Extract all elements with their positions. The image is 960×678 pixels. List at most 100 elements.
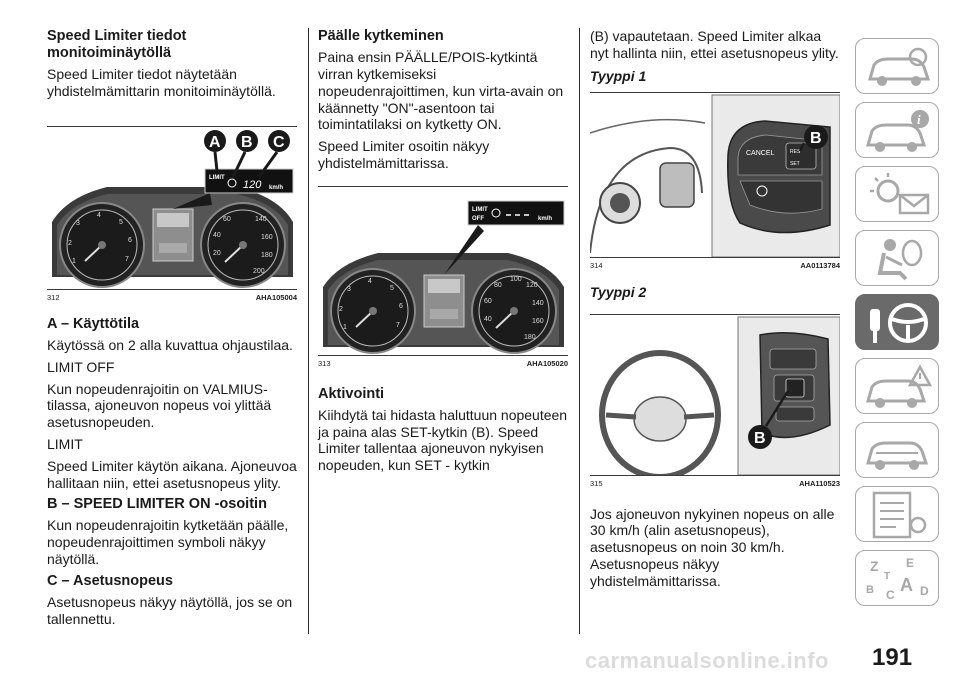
zoom-limit-text: LIMIT [472,207,488,213]
figure-number: 315 [590,478,603,488]
callout-b: B [810,130,822,147]
figure-314: CANCEL RES SET B 314 AA0113784 [590,91,840,270]
airbag-seat-icon [877,239,923,281]
svg-text:60: 60 [223,216,231,223]
cancel-label: CANCEL [746,150,775,157]
svg-text:20: 20 [213,250,221,257]
car-breakdown-icon [866,364,933,408]
svg-text:200: 200 [253,268,265,275]
tab-starting-driving[interactable] [855,294,939,350]
tab-car-info[interactable]: i [855,102,939,158]
svg-text:A: A [900,575,913,595]
svg-text:1: 1 [72,258,76,265]
minimum-speed-text: Jos ajoneuvon nykyinen nopeus on alle 30… [590,505,835,589]
callout-a: A [209,134,221,151]
svg-text:60: 60 [484,298,492,305]
mode-limit-text: Speed Limiter käytön aikana. Ajoneuvoa h… [47,457,297,491]
car-info-icon: i [866,110,929,152]
svg-text:160: 160 [261,234,273,241]
continued-text: (B) vapautetaan. Speed Limiter alkaa nyt… [590,28,839,61]
svg-text:T: T [884,571,890,582]
svg-text:80: 80 [494,282,502,289]
tab-warnings[interactable] [855,166,939,222]
mode-limit-off-text: Kun nopeudenrajoitin on VALMIUS-tilassa,… [47,380,272,431]
section-b-heading: B – SPEED LIMITER ON -osoitin [47,496,267,513]
figure-code: AHA110523 [799,478,840,488]
svg-text:40: 40 [484,316,492,323]
activation-text: Kiihdytä tai hidasta haluttuun nopeuteen… [318,406,568,474]
mode-limit-off-label: LIMIT OFF [47,358,115,375]
svg-text:7: 7 [396,322,400,329]
activation-heading: Aktivointi [318,385,385,402]
column-divider-2 [579,28,580,634]
zoom-limit-text: LIMIT [209,175,225,181]
steering-key-icon [870,303,928,343]
figure-code: AHA105004 [255,292,297,302]
figure-313-caption: 313 AHA105020 [318,354,568,368]
tab-emergency[interactable] [855,358,939,414]
svg-text:7: 7 [125,256,129,263]
res-label: RES [790,149,801,155]
watermark: carmanualsonline.info [585,648,829,673]
section-a-heading: A – Käyttötila [47,315,140,332]
mode-limit-label: LIMIT [47,435,83,452]
zoom-off-text: OFF [472,216,484,222]
svg-text:D: D [920,584,929,598]
svg-text:3: 3 [76,220,80,227]
svg-text:140: 140 [532,300,544,307]
svg-text:2: 2 [339,306,343,313]
callout-c: C [273,134,285,151]
svg-text:B: B [866,584,874,596]
svg-text:3: 3 [347,286,351,293]
svg-text:1: 1 [343,324,347,331]
svg-text:6: 6 [128,237,132,244]
tab-technical-data[interactable] [855,486,939,542]
svg-text:4: 4 [97,212,101,219]
figure-312-caption: 312 AHA105004 [47,288,297,302]
switch-on-heading: Päälle kytkeminen [318,28,444,44]
specifications-list-icon [872,491,927,539]
type-2-heading: Tyyppi 2 [590,283,647,300]
figure-number: 314 [590,260,603,270]
figure-315-caption: 315 AHA110523 [590,474,840,488]
section-c-text: Asetusnopeus näkyy näytöllä, jos se on t… [47,593,293,627]
svg-text:160: 160 [532,318,544,325]
svg-text:2: 2 [68,240,72,247]
figure-314-caption: 314 AA0113784 [590,256,840,270]
section-c-heading: C – Asetusnopeus [47,572,173,589]
svg-text:i: i [917,112,921,127]
chapter-tabs: i [855,38,939,614]
tab-dashboard[interactable] [855,38,939,94]
tab-maintenance[interactable] [855,422,939,478]
callout-b: B [241,134,253,151]
tab-safety[interactable] [855,230,939,286]
svg-text:100: 100 [510,276,522,283]
column-2: Päälle kytkeminen Paina ensin PÄÄLLE/POI… [318,28,568,479]
column-divider-1 [308,28,309,634]
car-service-icon [866,441,929,470]
figure-number: 312 [47,292,60,302]
column-1: Speed Limiter tiedot monitoiminäytöllä S… [47,28,297,633]
svg-text:C: C [886,588,895,602]
figure-number: 313 [318,358,331,368]
figure-code: AHA105020 [526,358,568,368]
steering-wheel-type1-illustration: CANCEL RES SET B [590,92,840,257]
svg-text:5: 5 [119,219,123,226]
warning-light-message-icon [870,173,930,215]
svg-text:120: 120 [526,282,538,289]
steering-wheel-type2-illustration: B [590,314,840,475]
figure-315: B 315 AHA110523 [590,313,840,488]
svg-text:40: 40 [213,232,221,239]
section-a-text: Käytössä on 2 alla kuvattua ohjaustilaa. [47,336,293,353]
indicator-text: Speed Limiter osoitin näkyy yhdistelmämi… [318,138,490,171]
set-label: SET [790,161,800,167]
display-intro-text: Speed Limiter tiedot näytetään yhdistelm… [47,66,276,100]
zoom-speed-text: 120 [243,179,262,191]
car-dashboard-icon [868,47,931,86]
svg-text:4: 4 [368,278,372,285]
